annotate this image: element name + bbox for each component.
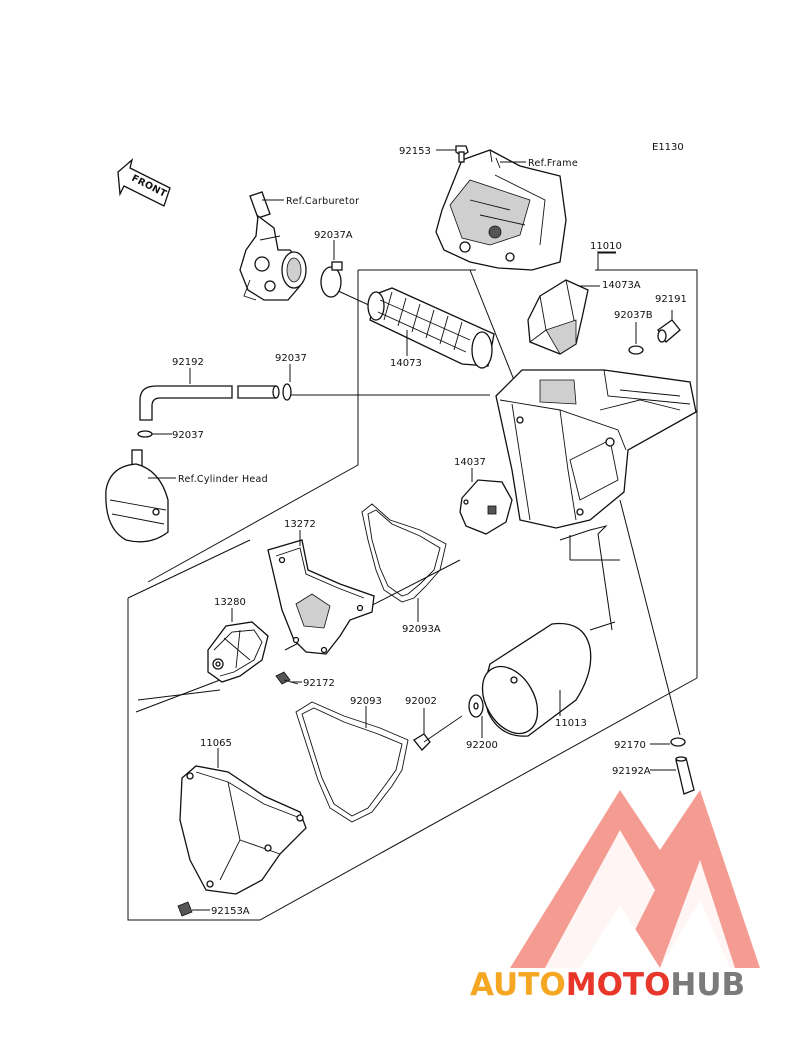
holder-13280 — [207, 621, 269, 683]
label-11010: 11010 — [590, 241, 622, 252]
label-92170: 92170 — [614, 740, 646, 751]
breather-hose-92192 — [139, 385, 280, 421]
label-92037A: 92037A — [314, 230, 353, 241]
clip-92037B — [628, 345, 644, 355]
label-11013: 11013 — [555, 718, 587, 729]
logo-text-hub: HUB — [670, 967, 745, 1003]
frame-section — [435, 149, 567, 271]
washer-92200 — [468, 694, 484, 718]
diagram-code: E1130 — [652, 142, 684, 153]
bolt-92153A — [177, 901, 193, 917]
label-92093A: 92093A — [402, 624, 441, 635]
label-92192A: 92192A — [612, 766, 651, 777]
logo-text-moto: MOTO — [566, 967, 671, 1003]
label-92200: 92200 — [466, 740, 498, 751]
bolt-92153 — [455, 145, 469, 163]
gasket-92093 — [295, 701, 409, 823]
ref-carburetor: Ref.Carburetor — [286, 196, 359, 207]
cylinder-head-cover — [105, 449, 169, 543]
label-92192: 92192 — [172, 357, 204, 368]
holder-13272 — [267, 539, 375, 655]
label-13272: 13272 — [284, 519, 316, 530]
label-92093: 92093 — [350, 696, 382, 707]
label-92153A: 92153A — [211, 906, 250, 917]
front-arrow-icon: FRONT — [117, 158, 171, 207]
label-92037B: 92037B — [614, 310, 653, 321]
label-11065: 11065 — [200, 738, 232, 749]
cover-11065 — [179, 765, 307, 895]
clamp-92037A — [320, 261, 343, 298]
label-92172: 92172 — [303, 678, 335, 689]
clamp-92170 — [670, 737, 686, 747]
logo-text-auto: AUTO — [470, 967, 566, 1003]
ref-frame: Ref.Frame — [528, 158, 578, 169]
label-14073A: 14073A — [602, 280, 641, 291]
clip-92037-lower — [137, 430, 153, 438]
gasket-92093A — [361, 503, 447, 603]
plate-14037 — [459, 479, 513, 535]
intake-duct-14073 — [367, 287, 495, 369]
label-92037-upper: 92037 — [275, 353, 307, 364]
label-13280: 13280 — [214, 597, 246, 608]
air-cleaner-housing-11010 — [495, 369, 697, 529]
label-14073: 14073 — [390, 358, 422, 369]
label-14037: 14037 — [454, 457, 486, 468]
carburetor — [239, 191, 307, 301]
automotohub-logo: AUTOMOTOHUB — [470, 790, 760, 1003]
ref-cylinder-head: Ref.Cylinder Head — [178, 474, 268, 485]
label-92191: 92191 — [655, 294, 687, 305]
label-92153: 92153 — [399, 146, 431, 157]
label-92002: 92002 — [405, 696, 437, 707]
clip-92037-upper — [282, 383, 292, 401]
svg-text:AUTOMOTOHUB: AUTOMOTOHUB — [470, 967, 745, 1003]
filter-element-11013 — [481, 622, 592, 737]
bolt-92002 — [413, 715, 463, 751]
cap-92191 — [657, 319, 681, 343]
label-92037-lower: 92037 — [172, 430, 204, 441]
duct-14073A — [527, 279, 589, 355]
hose-92192A — [675, 756, 695, 795]
